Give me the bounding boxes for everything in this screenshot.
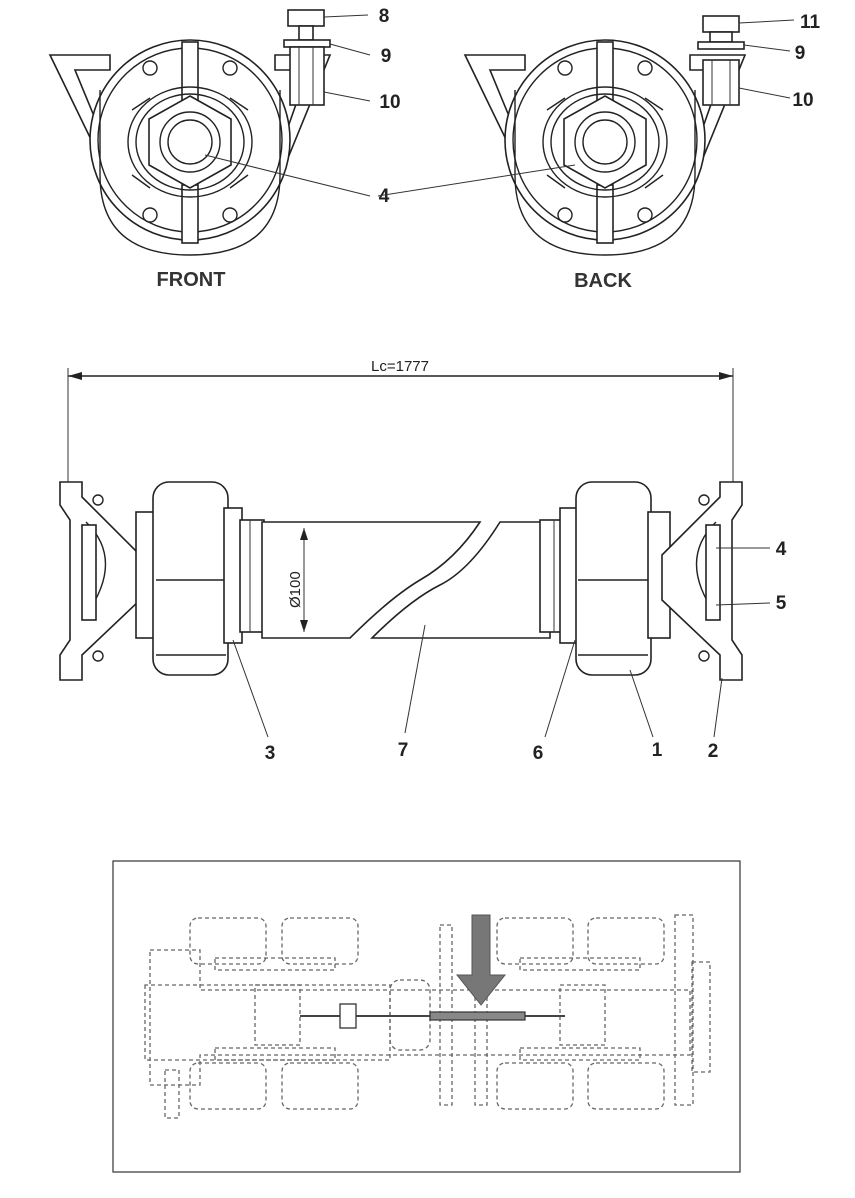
front-view: 8 9 10 4 FRONT [48, 6, 401, 291]
front-view-title: FRONT [157, 269, 226, 291]
back-view: 11 9 10 BACK [377, 12, 821, 292]
callout-1: 1 [652, 740, 663, 761]
callout-9: 9 [381, 46, 392, 67]
callout-5: 5 [776, 593, 787, 614]
callout-10-back: 10 [792, 90, 813, 111]
callout-9-back: 9 [795, 43, 806, 64]
side-view: Lc=1777 Ø100 [59, 358, 787, 764]
callout-3: 3 [265, 743, 276, 764]
callout-4-side: 4 [776, 539, 787, 560]
callout-8: 8 [379, 6, 390, 27]
back-view-title: BACK [574, 270, 632, 292]
length-dimension: Lc=1777 [371, 358, 429, 375]
callout-4: 4 [379, 186, 390, 207]
callout-6: 6 [533, 743, 544, 764]
callout-11: 11 [800, 12, 821, 33]
diameter-dimension: Ø100 [287, 571, 304, 608]
callout-7: 7 [398, 740, 409, 761]
location-inset [112, 860, 741, 1173]
callout-2: 2 [708, 741, 719, 762]
callout-10: 10 [379, 92, 400, 113]
